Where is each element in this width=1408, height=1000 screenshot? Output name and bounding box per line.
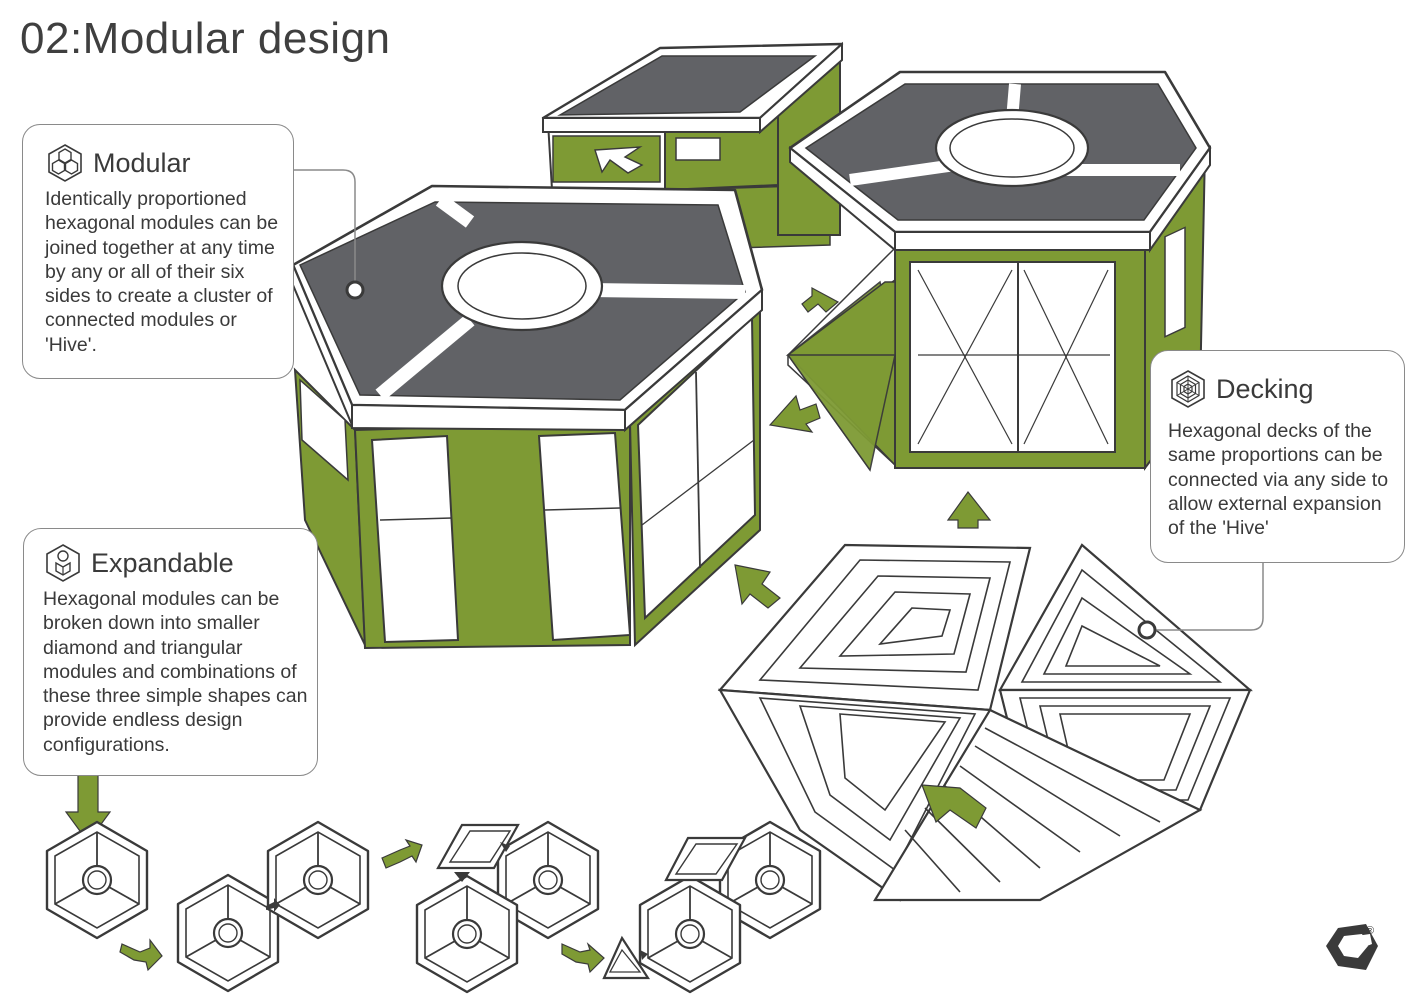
hexagonal-decking (717, 543, 1253, 902)
green-arrows (64, 286, 992, 974)
callout-title-decking: Decking (1216, 373, 1314, 404)
small-arrow-icon (500, 842, 510, 852)
front-module (291, 184, 764, 650)
expansion-diagrams (45, 820, 822, 994)
decking-spiral-icon (1171, 370, 1205, 408)
arrow-icon (768, 394, 821, 433)
deck-floor (785, 280, 896, 472)
callout-modular: Modular Identically proportioned hexagon… (22, 124, 294, 379)
arrow-icon (561, 942, 605, 974)
small-arrow-icon (454, 872, 470, 882)
small-arrow-icon (266, 898, 280, 912)
arrow-icon (921, 784, 987, 829)
callout-body-expandable: Hexagonal modules can be broken down int… (43, 588, 308, 756)
arrow-icon (381, 838, 423, 869)
small-arrow-icon (640, 950, 648, 960)
page-title: 02:Modular design (20, 14, 391, 63)
callout-leaders (294, 169, 1264, 631)
callout-body-modular: Identically proportioned hexagonal modul… (45, 188, 279, 356)
arrow-icon (734, 564, 781, 609)
callout-title-modular: Modular (93, 147, 191, 178)
callout-title-expandable: Expandable (91, 547, 234, 578)
callout-decking: Decking Hexagonal decks of the same prop… (1150, 350, 1405, 563)
registered-mark: ® (1366, 925, 1374, 937)
callout-expandable: Expandable Hexagonal modules can be brok… (23, 528, 318, 776)
hive-logo-icon (1326, 924, 1378, 970)
arrow-icon (594, 146, 644, 174)
callout-marker-modular (345, 280, 365, 300)
arrow-icon (119, 938, 163, 972)
expanding-shapes-icon (46, 544, 80, 582)
hexagon-cluster-icon (48, 144, 82, 182)
callout-marker-decking (1137, 620, 1157, 640)
arrow-icon (801, 286, 840, 313)
callout-body-decking: Hexagonal decks of the same proportions … (1168, 420, 1389, 540)
arrow-icon (946, 490, 992, 529)
right-module (786, 70, 1212, 471)
